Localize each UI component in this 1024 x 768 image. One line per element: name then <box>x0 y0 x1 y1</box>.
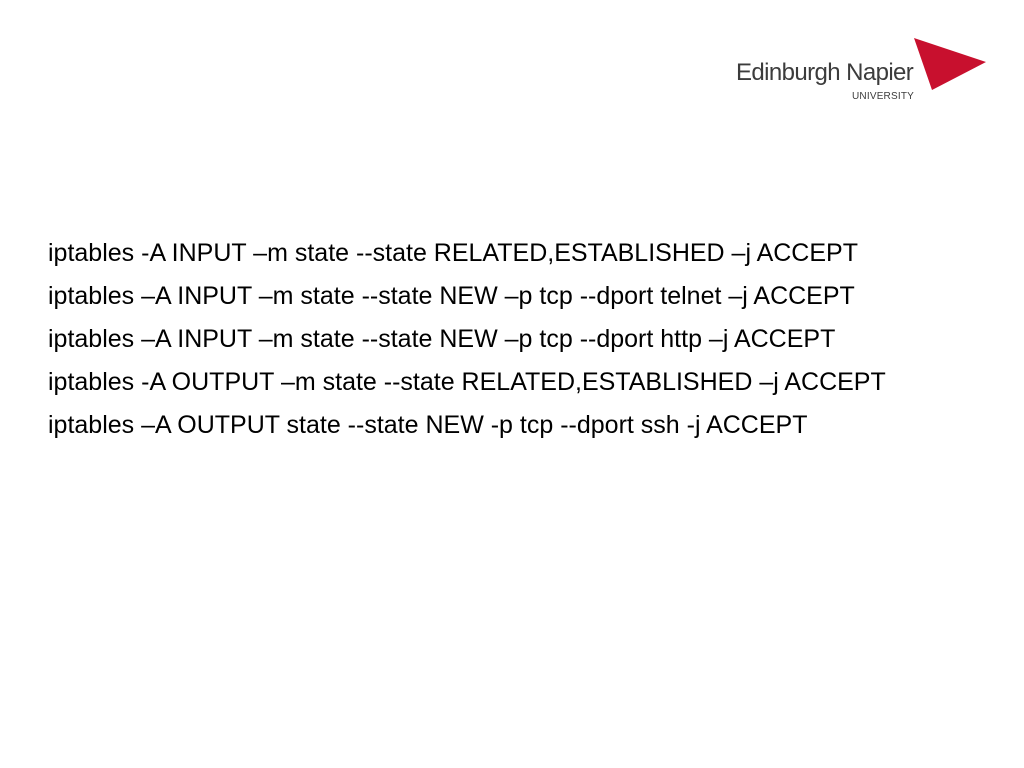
rule-line: iptables –A OUTPUT state --state NEW -p … <box>48 411 808 439</box>
rule-line: iptables –A INPUT –m state --state NEW –… <box>48 325 836 353</box>
university-logo: Edinburgh Napier UNIVERSITY <box>736 36 988 108</box>
logo-subtitle: UNIVERSITY <box>852 91 915 102</box>
rule-line: iptables -A INPUT –m state --state RELAT… <box>48 239 858 267</box>
logo-triangle-icon <box>914 38 986 90</box>
logo-name: Edinburgh Napier <box>736 59 914 86</box>
rules-list: iptables -A INPUT –m state --state RELAT… <box>48 238 988 453</box>
rule-line: iptables -A OUTPUT –m state --state RELA… <box>48 368 886 396</box>
rule-line: iptables –A INPUT –m state --state NEW –… <box>48 282 855 310</box>
